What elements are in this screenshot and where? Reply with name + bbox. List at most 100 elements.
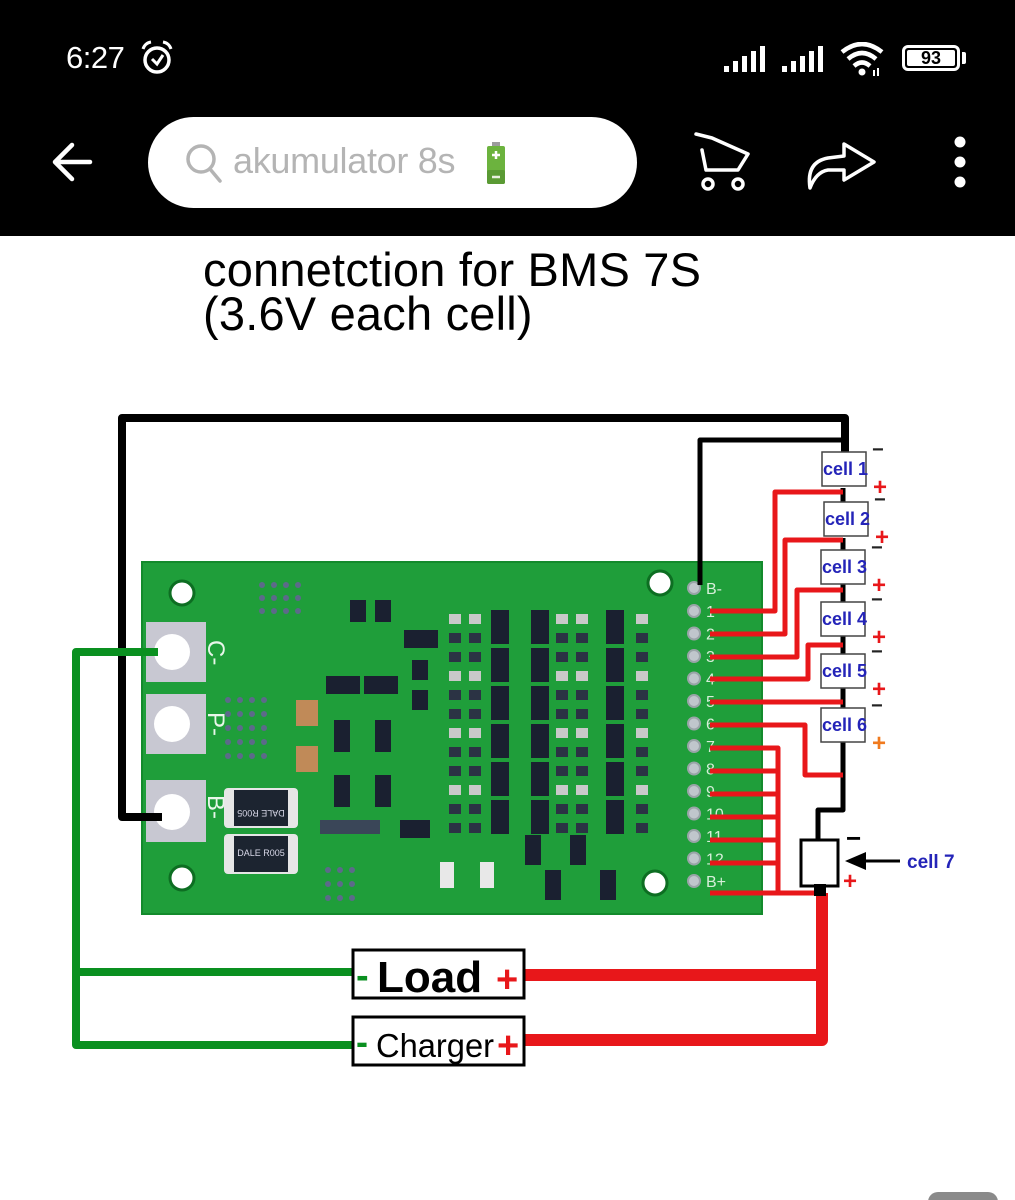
search-input[interactable] xyxy=(148,117,637,208)
cell-7-positive: + xyxy=(843,868,857,895)
battery-tip xyxy=(962,52,966,64)
smd-part xyxy=(350,600,366,622)
smd-part xyxy=(576,690,588,700)
smd-part xyxy=(334,775,350,807)
header-pin xyxy=(687,806,701,821)
smd-part xyxy=(576,709,588,719)
smd-part xyxy=(556,804,568,814)
smd-part xyxy=(469,652,481,662)
cell-positive: + xyxy=(872,730,886,757)
smd-part xyxy=(576,766,588,776)
diagram-title: connetction for BMS 7S (3.6V each cell) xyxy=(203,246,701,337)
shunt-resistor: DALE R005 xyxy=(224,834,298,874)
smd-part xyxy=(469,709,481,719)
cell-box xyxy=(820,601,866,637)
balance-wire-6 xyxy=(710,722,843,778)
smd-part xyxy=(404,630,438,648)
pcb-board: C- P- B- DALE R005 DALE R005 xyxy=(141,561,763,915)
back-button[interactable] xyxy=(44,132,104,192)
signal-strength-icon xyxy=(724,46,765,72)
signal-strength-icon xyxy=(782,46,823,72)
battery-emoji-icon xyxy=(487,142,505,184)
smd-part xyxy=(556,614,568,624)
gesture-handle[interactable] xyxy=(928,1192,998,1200)
search-query[interactable]: akumulator 8s xyxy=(233,140,456,181)
status-time: 6:27 xyxy=(66,40,125,75)
balance-wire-3 xyxy=(710,587,843,660)
cell-label: cell 2 xyxy=(825,509,870,529)
charger-positive: + xyxy=(497,1025,519,1067)
smd-part xyxy=(449,614,461,624)
shunt-resistor: DALE R005 xyxy=(224,788,298,828)
header-pin-label: B- xyxy=(706,581,722,598)
cells-layer: cell 1−+cell 2−+cell 3−+cell 4−+cell 5−+… xyxy=(820,439,889,757)
more-button[interactable] xyxy=(940,130,980,194)
load-positive: + xyxy=(496,959,518,1001)
mounting-hole xyxy=(168,569,674,897)
via-grid xyxy=(225,582,355,901)
smd-part xyxy=(576,728,588,738)
smd-part xyxy=(606,724,624,758)
cell-label: cell 5 xyxy=(822,661,867,681)
smd-part xyxy=(576,747,588,757)
share-button[interactable] xyxy=(800,128,884,198)
cell-positive: + xyxy=(872,676,886,703)
smd-part xyxy=(636,614,648,624)
smd-part xyxy=(449,690,461,700)
smd-part xyxy=(636,652,648,662)
smd-part xyxy=(606,648,624,682)
smd-part xyxy=(375,600,391,622)
smd-part xyxy=(576,823,588,833)
load-terminal-box: - Load + xyxy=(351,948,526,1002)
load-label: Load xyxy=(377,953,482,1002)
smd-part xyxy=(469,633,481,643)
smd-part xyxy=(556,690,568,700)
smd-part xyxy=(491,648,509,682)
smd-part xyxy=(556,671,568,681)
cart-button[interactable] xyxy=(690,128,760,198)
cell-4: cell 4−+ xyxy=(820,589,886,651)
smd-part xyxy=(606,762,624,796)
c-minus-wire xyxy=(72,648,354,1049)
cell-7-negative: − xyxy=(846,823,861,853)
smd-part xyxy=(556,652,568,662)
battery-indicator: 93 xyxy=(902,45,960,71)
battery-level: 93 xyxy=(920,48,942,68)
smd-part xyxy=(440,862,454,888)
cell-box xyxy=(823,501,869,537)
arrow-left-icon xyxy=(52,142,93,182)
header-pin xyxy=(687,649,701,663)
b-minus-sense-wire xyxy=(697,437,845,585)
smd-part xyxy=(449,785,461,795)
more-vertical-icon xyxy=(954,136,966,188)
smd-part xyxy=(636,633,648,643)
smd-part xyxy=(531,762,549,796)
smd-part xyxy=(491,762,509,796)
smd-part xyxy=(576,633,588,643)
header-pin xyxy=(687,604,701,618)
cell-3: cell 3−+ xyxy=(820,537,886,599)
cell-label: cell 6 xyxy=(822,715,867,735)
smd-part xyxy=(525,835,541,865)
smd-components xyxy=(296,600,648,900)
cell-positive: + xyxy=(875,524,889,551)
bms-wiring-diagram: C- P- B- DALE R005 DALE R005 xyxy=(72,414,955,1067)
cell-positive: + xyxy=(873,474,887,501)
pad-label-p-minus: P- xyxy=(202,712,229,736)
cell-negative: − xyxy=(871,589,883,611)
smd-part xyxy=(531,724,549,758)
smd-part xyxy=(469,785,481,795)
share-arrow-icon xyxy=(807,142,876,190)
smd-part xyxy=(412,690,428,710)
header-pin-label: 12 xyxy=(706,852,724,869)
load-negative: - xyxy=(356,955,369,997)
header-pin xyxy=(687,716,701,731)
cell-7: − + cell 7 xyxy=(799,823,955,896)
smd-part xyxy=(636,785,648,795)
cell-negative: − xyxy=(871,641,883,663)
smd-part xyxy=(469,690,481,700)
header-pin xyxy=(687,761,701,776)
smd-part xyxy=(636,709,648,719)
cell-positive: + xyxy=(872,624,886,651)
smd-part xyxy=(449,728,461,738)
